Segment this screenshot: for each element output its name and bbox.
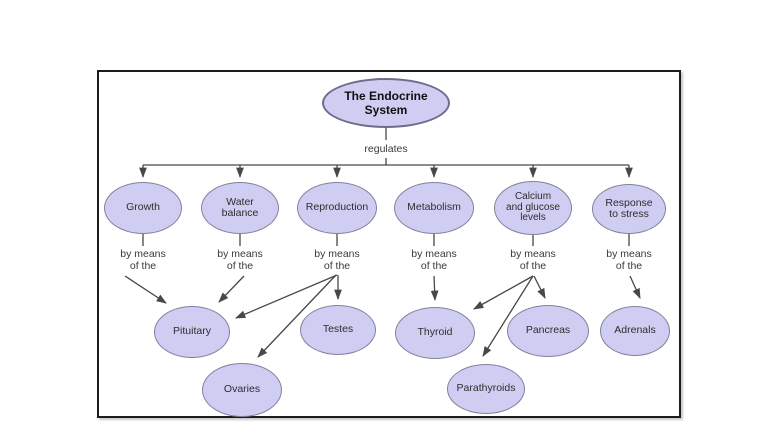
node-label-line: Calcium [514,190,552,202]
link-label-line: of the [420,260,448,272]
node-label-line: Pituitary [173,325,211,338]
link-label-regulates: regulates [364,143,407,155]
node-label-line: Ovaries [223,383,261,396]
node-parathyroids: Parathyroids [447,364,525,414]
node-label-line: Testes [322,323,354,336]
edge-water-balance-pituitary [218,275,245,303]
edge-calcium-and-glucose-levels-pancreas [533,275,546,299]
node-growth: Growth [104,182,182,234]
link-label-line: by means [314,248,360,260]
edge-metabolism-thyroid [430,275,439,302]
connector-layer [124,128,641,358]
node-label-line: to stress [609,208,649,220]
node-label-line: and glucose [506,201,560,213]
edge-response-to-stress-adrenals [629,275,641,299]
link-label-line: of the [129,260,157,272]
node-label-line: System [364,103,408,117]
link-label-line: by means [510,248,556,260]
node-pituitary: Pituitary [154,306,230,358]
node-adrenals: Adrenals [600,306,670,356]
node-ovaries: Ovaries [202,363,282,417]
link-label-line: of the [226,260,254,272]
node-testes: Testes [300,305,376,355]
node-pancreas: Pancreas [507,305,589,357]
link-label-line: of the [615,260,643,272]
link-label-line: by means [217,248,263,260]
node-label-line: Water [226,195,254,208]
link-label-line: by means [606,248,652,260]
node-thyroid: Thyroid [395,307,475,359]
edge-growth-pituitary [124,275,167,304]
node-label-line: Pancreas [525,324,571,337]
link-label-line: by means [411,248,457,260]
node-label-line: Thyroid [417,326,453,339]
node-label-line: Reproduction [305,201,369,214]
node-label-line: Metabolism [407,201,461,214]
node-label-line: balance [221,207,259,219]
edge-calcium-and-glucose-levels-parathyroids [482,275,534,357]
link-label-line: regulates [364,143,408,155]
link-label-line: of the [519,260,547,272]
edge-reproduction-pituitary [235,274,338,319]
node-label-line: levels [520,212,546,224]
edges-group [124,128,641,358]
node-reproduction: Reproduction [297,182,377,234]
link-label-line: by means [120,248,166,260]
node-label-line: Growth [126,201,160,214]
node-label-line: Adrenals [614,324,656,337]
node-label-line: Parathyroids [456,382,516,395]
link-label-line: of the [323,260,351,272]
node-label-line: The Endocrine [344,89,428,103]
node-metabolism: Metabolism [394,182,474,234]
node-label-line: Response [605,196,653,209]
edge-calcium-and-glucose-levels-thyroid [473,275,534,310]
edge-reproduction-ovaries [257,274,337,358]
